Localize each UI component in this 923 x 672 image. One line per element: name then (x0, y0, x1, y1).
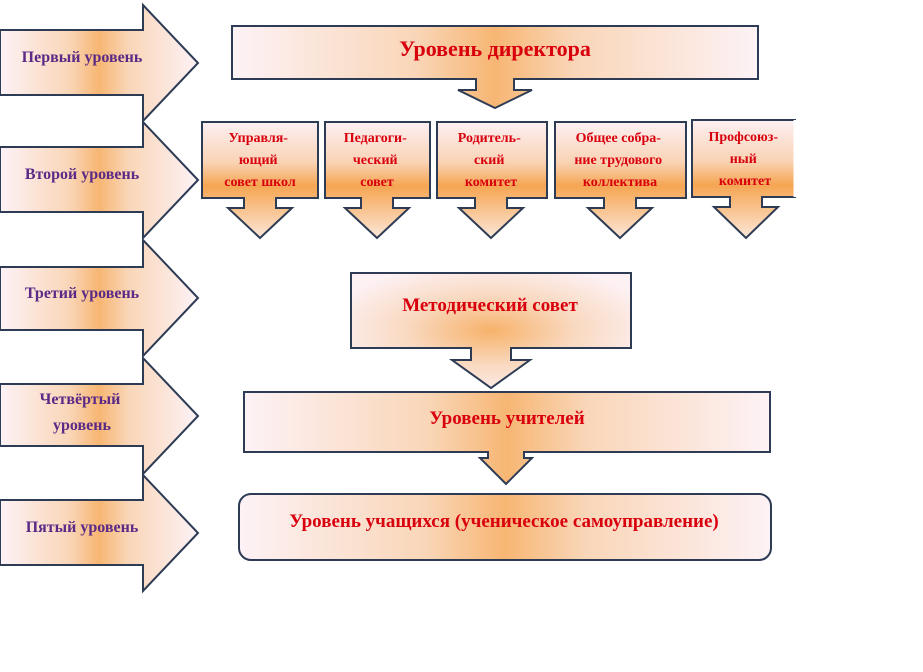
level-arrow-3: Третий уровень (0, 237, 200, 359)
students-label: Уровень учащихся (ученическое самоуправл… (289, 511, 719, 532)
council-box-1: Управля- ющий совет школ (201, 121, 319, 240)
methodical-council-box: Методический совет (350, 272, 632, 390)
council-label-4: Общее собра- ние трудового коллектива (574, 131, 665, 190)
level-arrows: Первый уровень Второй уровень Третий уро… (0, 2, 200, 594)
council-label-5: Профсоюз- ный комитет (708, 130, 781, 189)
council-boxes: Управля- ющий совет школ Педагоги- чески… (201, 119, 797, 240)
council-label-2: Педагоги- ческий совет (344, 131, 411, 190)
level-label-2: Второй уровень (25, 166, 140, 183)
level-label-3: Третий уровень (25, 285, 140, 302)
council-box-3: Родитель- ский комитет (436, 121, 548, 240)
students-box: Уровень учащихся (ученическое самоуправл… (238, 493, 772, 561)
council-box-2: Педагоги- ческий совет (324, 121, 431, 240)
level-arrow-4: Четвёртый уровень (0, 355, 200, 477)
council-label-3: Родитель- ский комитет (458, 131, 524, 190)
level-label-4: Четвёртый уровень (40, 391, 125, 434)
level-label-5: Пятый уровень (26, 519, 139, 536)
director-label: Уровень директора (399, 36, 591, 61)
level-arrow-5: Пятый уровень (0, 472, 200, 594)
teachers-label: Уровень учителей (429, 408, 584, 429)
methodical-council-label: Методический совет (402, 295, 578, 316)
director-box: Уровень директора (231, 25, 759, 110)
council-label-1: Управля- ющий совет школ (224, 131, 296, 190)
level-arrow-1: Первый уровень (0, 2, 200, 124)
level-arrow-2: Второй уровень (0, 119, 200, 241)
level-label-1: Первый уровень (22, 49, 143, 66)
council-box-4: Общее собра- ние трудового коллектива (554, 121, 687, 240)
teachers-box: Уровень учителей (243, 391, 771, 486)
council-box-5: Профсоюз- ный комитет (691, 119, 797, 240)
